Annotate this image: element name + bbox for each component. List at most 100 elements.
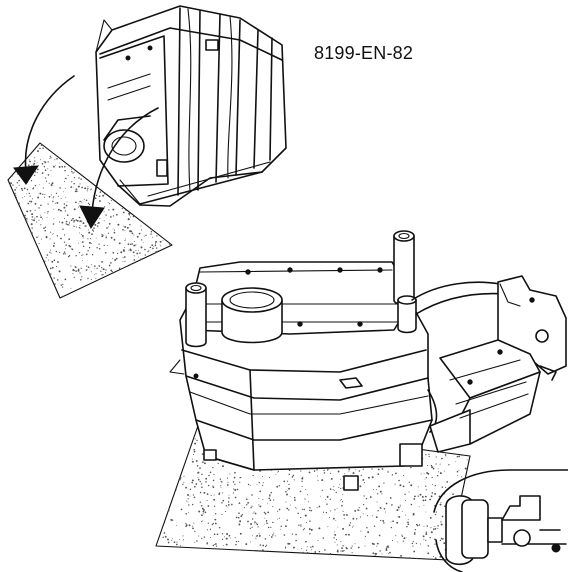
speckle-dot	[63, 251, 66, 253]
speckle-dot	[201, 486, 203, 489]
speckle-dot	[57, 279, 59, 281]
speckle-dot	[301, 477, 304, 480]
speckle-dot	[53, 259, 56, 262]
speckle-dot	[90, 188, 92, 190]
speckle-dot	[52, 234, 53, 236]
speckle-dot	[65, 244, 67, 246]
speckle-dot	[268, 526, 270, 529]
speckle-dot	[461, 476, 463, 478]
speckle-dot	[93, 227, 95, 229]
speckle-dot	[250, 541, 252, 543]
speckle-dot	[23, 187, 26, 190]
speckle-dot	[197, 478, 200, 481]
speckle-dot	[45, 257, 47, 259]
speckle-dot	[38, 207, 40, 209]
speckle-dot	[250, 523, 253, 525]
speckle-dot	[425, 485, 427, 487]
speckle-dot	[73, 171, 75, 173]
speckle-dot	[45, 236, 48, 239]
speckle-dot	[333, 537, 335, 539]
speckle-dot	[455, 461, 457, 463]
speckle-dot	[302, 476, 304, 478]
speckle-dot	[34, 174, 36, 177]
speckle-dot	[183, 481, 185, 483]
speckle-dot	[365, 497, 368, 500]
speckle-dot	[341, 504, 343, 507]
speckle-dot	[39, 192, 42, 195]
speckle-dot	[195, 459, 198, 462]
speckle-dot	[338, 486, 340, 488]
speckle-dot	[351, 552, 353, 554]
speckle-dot	[53, 242, 56, 244]
speckle-dot	[276, 485, 279, 488]
speckle-dot	[258, 481, 260, 484]
speckle-dot	[429, 516, 432, 519]
speckle-dot	[199, 501, 201, 503]
speckle-dot	[346, 547, 348, 550]
speckle-dot	[431, 466, 434, 469]
speckle-dot	[440, 537, 443, 540]
speckle-dot	[259, 505, 262, 508]
speckle-dot	[285, 491, 287, 493]
speckle-dot	[425, 511, 427, 513]
speckle-dot	[439, 472, 442, 475]
speckle-dot	[33, 187, 35, 189]
speckle-dot	[229, 473, 231, 475]
speckle-dot	[78, 232, 80, 234]
speckle-dot	[66, 223, 69, 226]
speckle-dot	[235, 516, 238, 519]
speckle-dot	[366, 515, 368, 517]
speckle-dot	[59, 221, 61, 223]
speckle-dot	[112, 228, 114, 230]
speckle-dot	[321, 479, 324, 482]
speckle-dot	[305, 549, 308, 551]
speckle-dot	[342, 510, 344, 512]
speckle-dot	[193, 450, 196, 453]
speckle-dot	[401, 534, 403, 536]
speckle-dot	[300, 516, 302, 519]
speckle-dot	[24, 214, 26, 217]
speckle-dot	[360, 516, 362, 518]
speckle-dot	[422, 499, 425, 502]
speckle-dot	[100, 270, 102, 272]
speckle-dot	[420, 543, 422, 545]
speckle-dot	[118, 268, 121, 270]
speckle-dot	[53, 195, 55, 198]
speckle-dot	[46, 254, 49, 256]
speckle-dot	[316, 469, 318, 471]
speckle-dot	[254, 521, 256, 523]
speckle-dot	[336, 508, 338, 510]
speckle-dot	[59, 187, 61, 189]
speckle-dot	[191, 479, 194, 482]
speckle-dot	[239, 532, 242, 535]
speckle-dot	[81, 254, 83, 256]
speckle-dot	[80, 201, 82, 203]
speckle-dot	[252, 535, 254, 537]
speckle-dot	[375, 552, 378, 555]
speckle-dot	[434, 513, 437, 516]
speckle-dot	[288, 483, 290, 486]
speckle-dot	[55, 250, 58, 253]
speckle-dot	[22, 197, 24, 199]
speckle-dot	[213, 498, 216, 501]
speckle-dot	[124, 230, 126, 232]
speckle-dot	[182, 483, 184, 485]
speckle-dot	[179, 538, 181, 540]
speckle-dot	[300, 470, 302, 472]
speckle-dot	[374, 554, 376, 556]
speckle-dot	[391, 504, 393, 506]
speckle-dot	[61, 165, 64, 168]
speckle-dot	[60, 197, 62, 199]
speckle-dot	[212, 485, 214, 487]
speckle-dot	[386, 546, 388, 548]
speckle-dot	[150, 230, 153, 233]
speckle-dot	[112, 208, 115, 211]
speckle-dot	[221, 538, 224, 541]
speckle-dot	[402, 485, 405, 488]
speckle-dot	[124, 209, 126, 211]
speckle-dot	[423, 525, 425, 527]
speckle-dot	[219, 492, 221, 494]
speckle-dot	[136, 252, 139, 255]
speckle-dot	[69, 245, 72, 248]
speckle-dot	[70, 248, 72, 250]
